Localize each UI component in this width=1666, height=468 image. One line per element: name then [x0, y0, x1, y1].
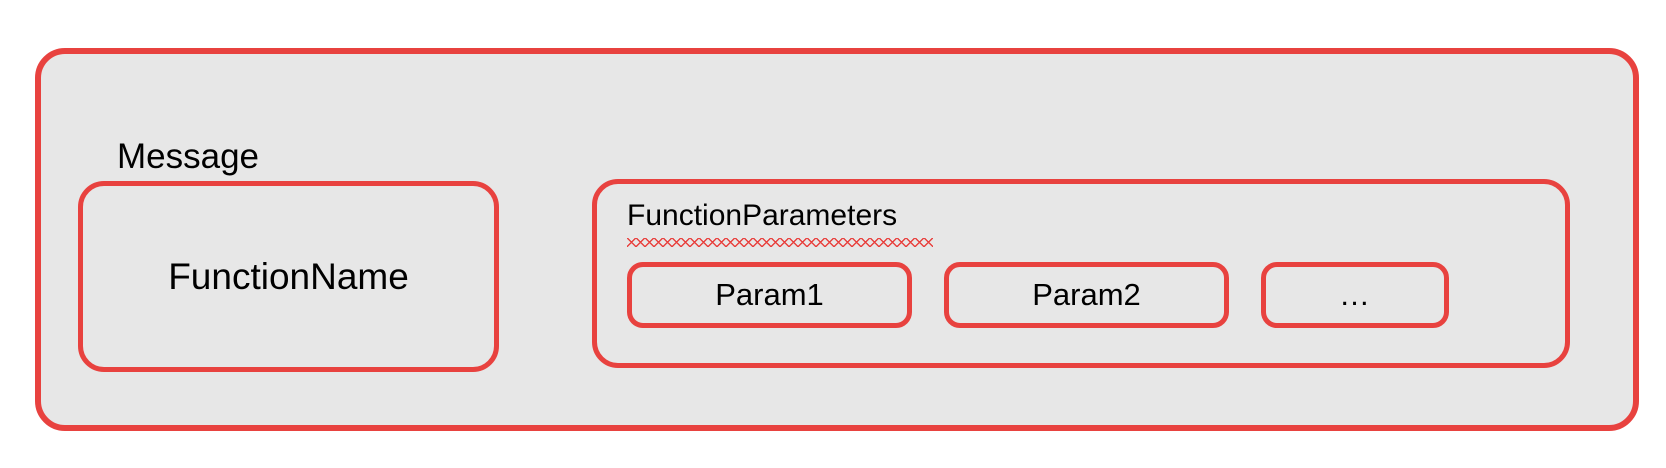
function-name-label: FunctionName [168, 255, 409, 297]
message-title: Message [117, 137, 260, 176]
parameter-node-1[interactable]: Param1 [627, 262, 912, 328]
parameter-list: Param1 Param2 … [627, 262, 1545, 330]
function-parameters-node[interactable]: FunctionParameters Param1 Param2 … [592, 179, 1570, 368]
parameter-label: Param2 [1032, 277, 1141, 312]
parameter-node-more[interactable]: … [1261, 262, 1449, 328]
parameter-ellipsis-label: … [1339, 277, 1371, 312]
parameter-node-2[interactable]: Param2 [944, 262, 1229, 328]
spellcheck-squiggle-icon [627, 238, 933, 247]
function-name-node[interactable]: FunctionName [78, 181, 499, 372]
parameter-label: Param1 [715, 277, 824, 312]
function-parameters-label: FunctionParameters [627, 199, 898, 232]
